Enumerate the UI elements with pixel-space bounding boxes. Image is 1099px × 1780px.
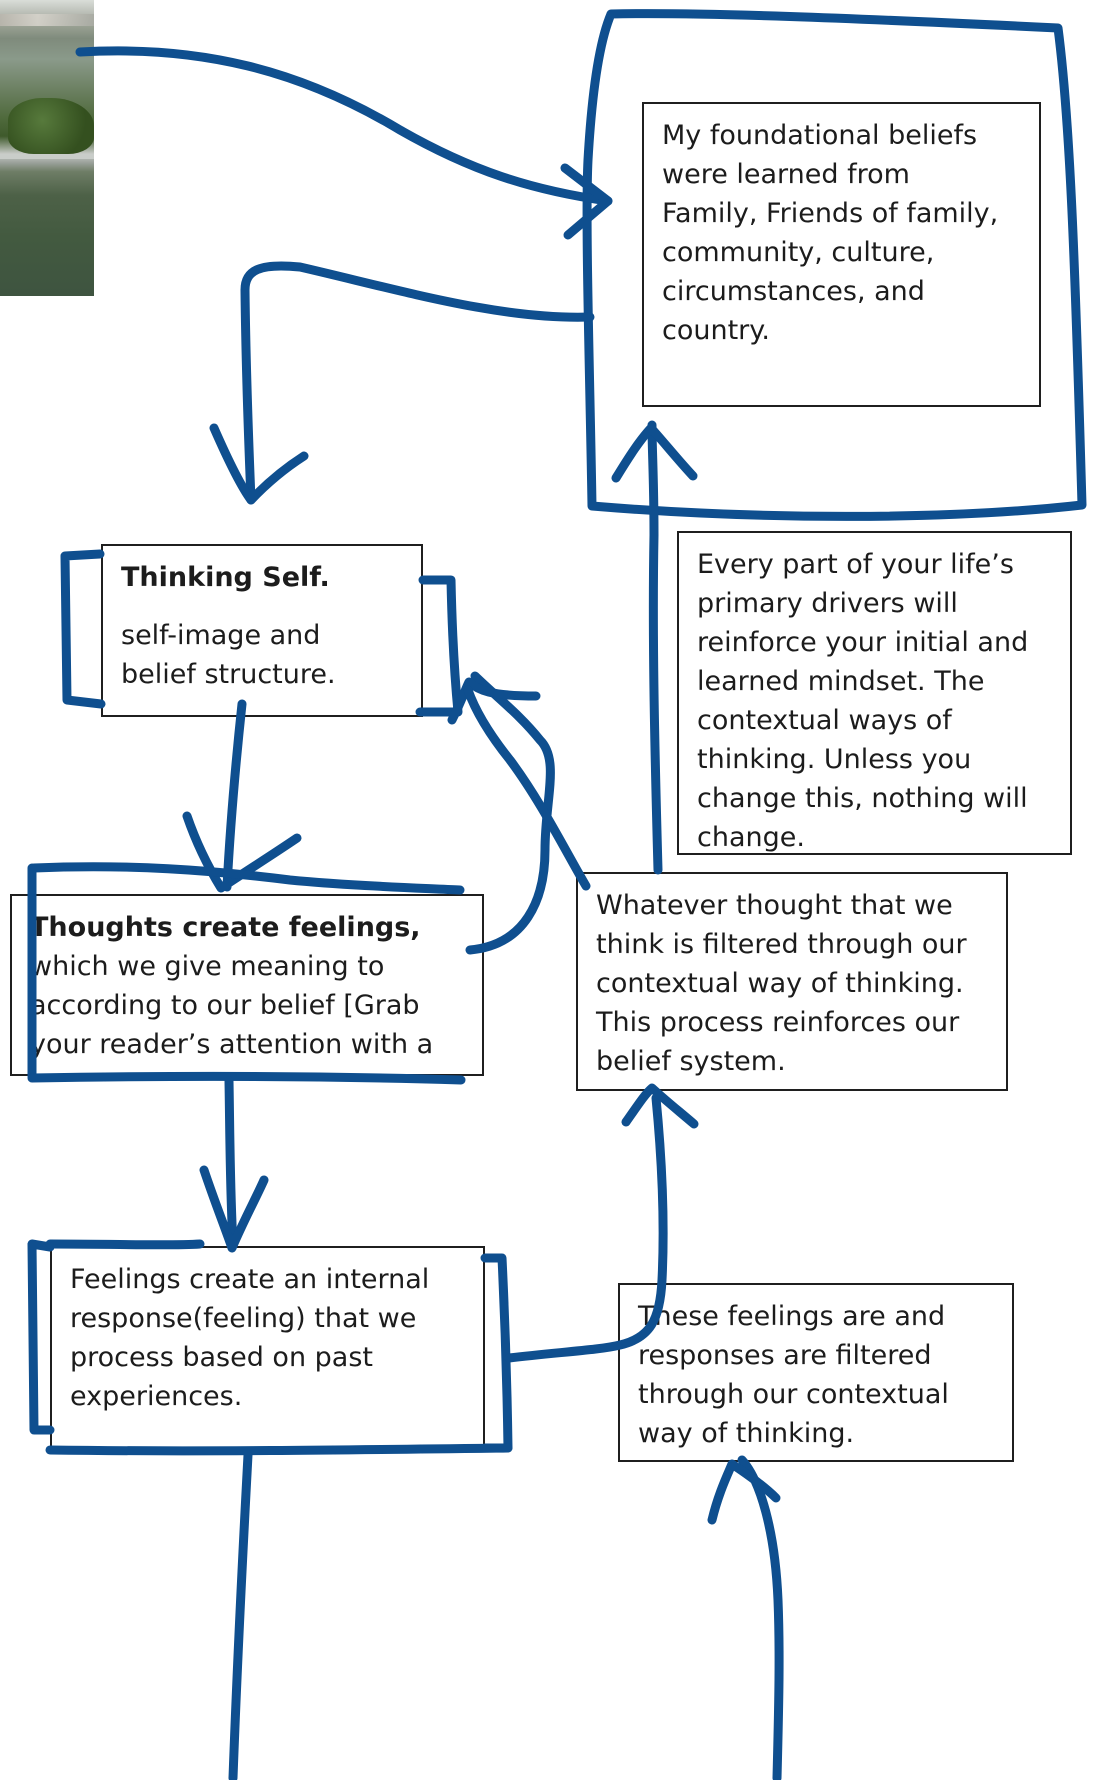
landscape-photo bbox=[0, 0, 94, 296]
life-drivers-text: Every part of your life’s primary driver… bbox=[697, 549, 1029, 853]
photo-trees bbox=[8, 98, 94, 154]
feelings-arrow-head bbox=[199, 1165, 269, 1253]
whatever-to-thinking-curve bbox=[463, 685, 591, 891]
bottom-right-stroke bbox=[737, 1455, 784, 1780]
thoughts-feelings-text: which we give meaning to according to ou… bbox=[30, 951, 434, 1060]
internal-response-text: Feelings create an internal response(fee… bbox=[70, 1264, 430, 1412]
filtered-feelings-arrow-head bbox=[707, 1459, 781, 1525]
thoughts-top-stroke bbox=[29, 862, 465, 895]
filtered-feelings-box: These feelings are and responses are fil… bbox=[618, 1283, 1014, 1462]
photo-railing bbox=[0, 154, 94, 159]
photo-shoreline bbox=[0, 14, 94, 26]
whatever-to-foundational-line bbox=[647, 420, 663, 875]
thinking-self-box: Thinking Self. self-image and belief str… bbox=[101, 544, 423, 717]
thinking-to-thoughts-line bbox=[222, 699, 247, 892]
whatever-arrow-head bbox=[621, 1083, 699, 1129]
thinking-self-text: self-image and belief structure. bbox=[121, 620, 336, 690]
bottom-left-stroke bbox=[228, 1450, 253, 1780]
foundational-to-thinking-connector bbox=[240, 261, 595, 505]
photo-arrow-head bbox=[560, 163, 613, 240]
photo-to-foundational-arrow bbox=[75, 46, 613, 206]
thinking-arrow-head bbox=[447, 677, 541, 725]
filtered-thought-box: Whatever thought that we think is filter… bbox=[576, 872, 1008, 1091]
thinking-self-left-bracket bbox=[60, 549, 106, 709]
thinking-self-title: Thinking Self. bbox=[121, 562, 330, 593]
filtered-thought-text: Whatever thought that we think is filter… bbox=[596, 890, 967, 1077]
thoughts-to-feelings-line bbox=[224, 1076, 238, 1250]
thoughts-feelings-box: Thoughts create feelings, which we give … bbox=[10, 894, 484, 1076]
foundational-beliefs-text: My foundational beliefs were learned fro… bbox=[662, 120, 999, 346]
foundational-beliefs-box: My foundational beliefs were learned fro… bbox=[642, 102, 1041, 407]
feelings-top-stroke bbox=[45, 1239, 205, 1250]
life-drivers-box: Every part of your life’s primary driver… bbox=[677, 531, 1072, 855]
thoughts-bottom-stroke bbox=[27, 1071, 466, 1085]
internal-response-box: Feelings create an internal response(fee… bbox=[50, 1246, 485, 1450]
feelings-right-bracket bbox=[480, 1253, 513, 1453]
thoughts-feelings-title: Thoughts create feelings, bbox=[30, 912, 421, 943]
foundational-arrow-head bbox=[611, 423, 698, 483]
feelings-left-bracket bbox=[27, 1239, 55, 1435]
thinking-self-arrow-head bbox=[209, 423, 309, 505]
thinking-self-spacer bbox=[121, 597, 403, 616]
thinking-self-right-bracket bbox=[415, 575, 463, 717]
thoughts-arrow-head bbox=[182, 811, 302, 893]
filtered-feelings-text: These feelings are and responses are fil… bbox=[638, 1301, 949, 1449]
